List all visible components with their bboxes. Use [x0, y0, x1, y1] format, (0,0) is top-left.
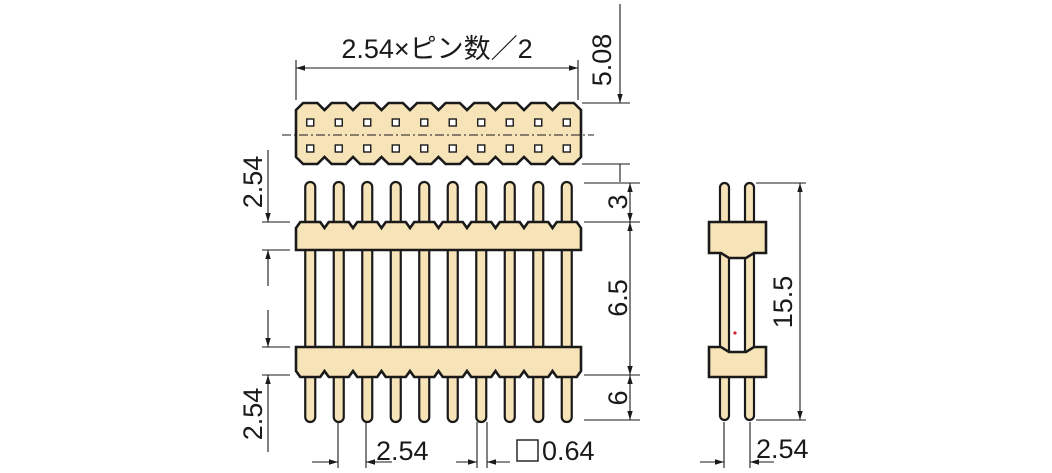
top-hole — [420, 144, 429, 153]
front-pin — [475, 180, 488, 424]
top-hole — [334, 118, 343, 127]
side-view: 15.5 2.54 — [700, 181, 809, 468]
front-pin — [560, 180, 573, 424]
top-hole — [306, 144, 315, 153]
top-hole — [420, 118, 429, 127]
side-pitch-label: 2.54 — [756, 434, 809, 464]
top-hole — [562, 118, 571, 127]
top-hole — [477, 144, 486, 153]
top-hole — [391, 144, 400, 153]
front-pin — [332, 180, 345, 424]
side-pin-left — [718, 181, 731, 422]
front-view-pins — [304, 180, 573, 424]
top-hole — [391, 118, 400, 127]
top-view-body — [294, 101, 583, 166]
lower-insulator — [294, 345, 583, 379]
front-pin — [532, 180, 545, 424]
top-hole — [562, 144, 571, 153]
left-bottom-label: 2.54 — [238, 388, 268, 441]
front-pin — [418, 180, 431, 424]
upper-insulator — [294, 220, 583, 252]
width-dimension-label: 2.54×ピン数／2 — [341, 34, 532, 64]
side-total-label: 15.5 — [768, 276, 798, 329]
front-pin — [389, 180, 402, 424]
top-hole — [505, 118, 514, 127]
middle-length-label: 6.5 — [603, 279, 633, 317]
tip-length-label: 3 — [603, 194, 633, 209]
side-pin-right — [743, 181, 756, 422]
front-view: 3 6.5 6 2.54 2.54 2.54 0.64 — [238, 150, 640, 468]
top-hole — [363, 144, 372, 153]
square-symbol-icon — [516, 439, 539, 462]
side-upper-insulator — [707, 220, 768, 260]
left-top-label: 2.54 — [238, 156, 268, 209]
pin-square-label: 0.64 — [542, 436, 595, 466]
top-hole — [477, 118, 486, 127]
top-hole — [534, 118, 543, 127]
top-hole — [448, 118, 457, 127]
bottom-length-label: 6 — [603, 390, 633, 405]
top-view-holes — [306, 118, 571, 153]
top-hole — [448, 144, 457, 153]
front-pin — [304, 180, 317, 424]
side-lower-insulator — [707, 345, 768, 379]
front-pin — [446, 180, 459, 424]
top-hole — [363, 118, 372, 127]
pitch-label: 2.54 — [376, 436, 429, 466]
top-hole — [334, 144, 343, 153]
top-view: 2.54×ピン数／2 5.08 — [282, 4, 630, 182]
top-hole — [505, 144, 514, 153]
front-pin — [361, 180, 374, 424]
front-pin — [503, 180, 516, 424]
top-hole — [534, 144, 543, 153]
side-marker-dot — [733, 331, 737, 335]
top-hole — [306, 118, 315, 127]
height-dimension-label: 5.08 — [587, 34, 617, 87]
